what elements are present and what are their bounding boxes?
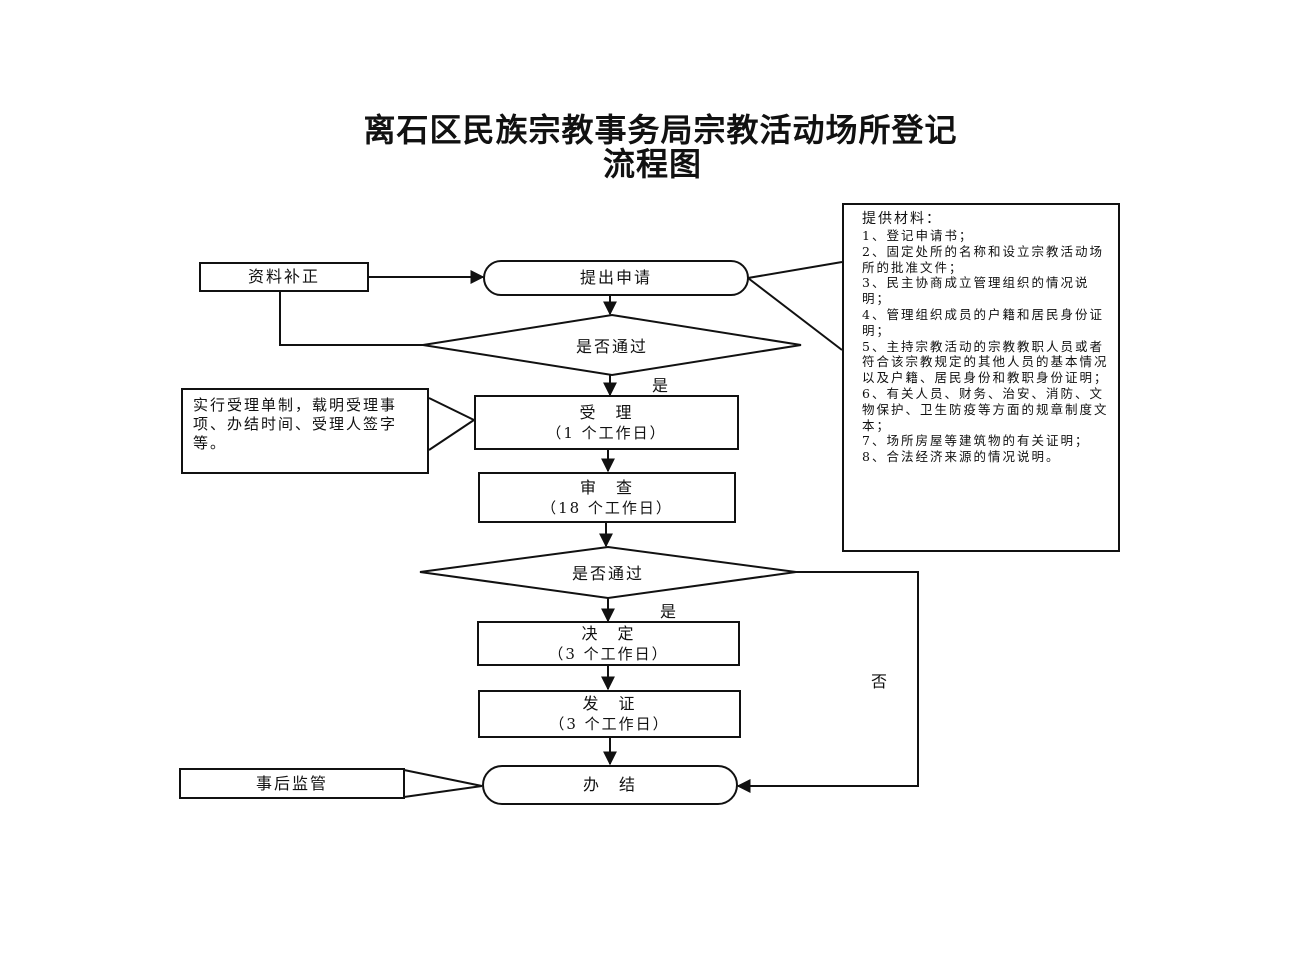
apply-terminal: 提出申请 [483, 260, 749, 296]
materials-item: 7、场所房屋等建筑物的有关证明； [862, 433, 1090, 449]
review-box: 审 查 （18 个工作日） [478, 472, 736, 523]
no-label: 否 [871, 672, 888, 691]
supplement-label: 资料补正 [247, 267, 320, 286]
page-title-line2: 流程图 [602, 145, 702, 183]
callout-note-to-accept [428, 397, 477, 451]
decision-diamond-1 [422, 313, 802, 377]
apply-label: 提出申请 [579, 268, 652, 287]
decide-duration: （3 个工作日） [548, 644, 669, 663]
materials-item: 1、登记申请书； [862, 228, 974, 243]
page-title-line1: 离石区民族宗教事务局宗教活动场所登记 [363, 111, 958, 149]
materials-item: 4、管理组织成员的户籍和居民身份证明； [862, 306, 1104, 338]
materials-heading: 提供材料： [862, 211, 942, 227]
callout-supervise-to-complete [403, 769, 483, 798]
materials-item: 2、固定处所的名称和设立宗教活动场所的批准文件； [862, 243, 1104, 275]
issue-box: 发 证 （3 个工作日） [478, 690, 741, 738]
issue-title: 发 证 [582, 694, 637, 713]
complete-terminal: 办 结 [482, 765, 738, 805]
materials-list-box: 提供材料： 1、登记申请书； 2、固定处所的名称和设立宗教活动场所的批准文件； … [842, 203, 1120, 552]
supervise-label: 事后监管 [255, 773, 328, 793]
accept-box: 受 理 （1 个工作日） [474, 395, 739, 450]
review-title: 审 查 [579, 477, 634, 497]
materials-item: 3、民主协商成立管理组织的情况说明； [862, 275, 1090, 307]
arrow-check2-no-to-complete [736, 571, 919, 793]
yes-label-1: 是 [652, 376, 669, 395]
check1-label: 是否通过 [575, 337, 649, 356]
supervise-box: 事后监管 [179, 768, 405, 799]
materials-item: 5、主持宗教活动的宗教教职人员或者符合该宗教规定的其他人员的基本情况以及户籍、居… [862, 338, 1109, 386]
check2-label: 是否通过 [571, 564, 645, 583]
materials-item: 6、有关人员、财务、治安、消防、文物保护、卫生防疫等方面的规章制度文本； [862, 385, 1109, 433]
accept-title: 受 理 [579, 402, 634, 422]
supplement-box: 资料补正 [199, 262, 369, 292]
issue-duration: （3 个工作日） [549, 715, 670, 733]
line-check1-to-supplement [279, 291, 423, 346]
complete-label: 办 结 [582, 775, 637, 794]
accept-duration: （1 个工作日） [546, 423, 667, 442]
decide-box: 决 定 （3 个工作日） [477, 621, 740, 666]
yes-label-2: 是 [660, 602, 677, 621]
callout-materials-to-apply [745, 261, 843, 351]
review-duration: （18 个工作日） [541, 498, 673, 517]
accept-note: 实行受理单制，载明受理事项、办结时间、受理人签字等。 [181, 388, 429, 474]
materials-item: 8、合法经济来源的情况说明。 [862, 449, 1061, 465]
decide-title: 决 定 [581, 623, 636, 643]
